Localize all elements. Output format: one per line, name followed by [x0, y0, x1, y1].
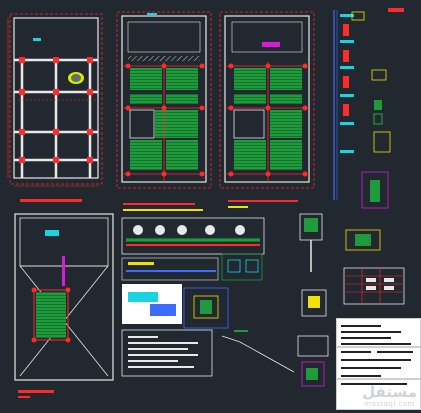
foundation-plan[interactable] [14, 213, 114, 398]
plan-2[interactable] [116, 11, 212, 211]
footing-details[interactable] [297, 213, 329, 387]
plan-3[interactable] [219, 11, 315, 208]
watermark-logo: مستقل mostaql.com [362, 383, 417, 409]
watermark-arabic: مستقل [362, 383, 417, 401]
stair-symbol [68, 72, 84, 84]
plan-1[interactable] [7, 13, 103, 202]
title-block[interactable] [336, 318, 421, 410]
watermark-latin: mostaql.com [364, 400, 415, 408]
title-block-lines [337, 325, 420, 385]
section-details[interactable] [121, 217, 295, 377]
column-schedule-table[interactable] [343, 267, 405, 305]
column-details[interactable] [333, 8, 404, 251]
